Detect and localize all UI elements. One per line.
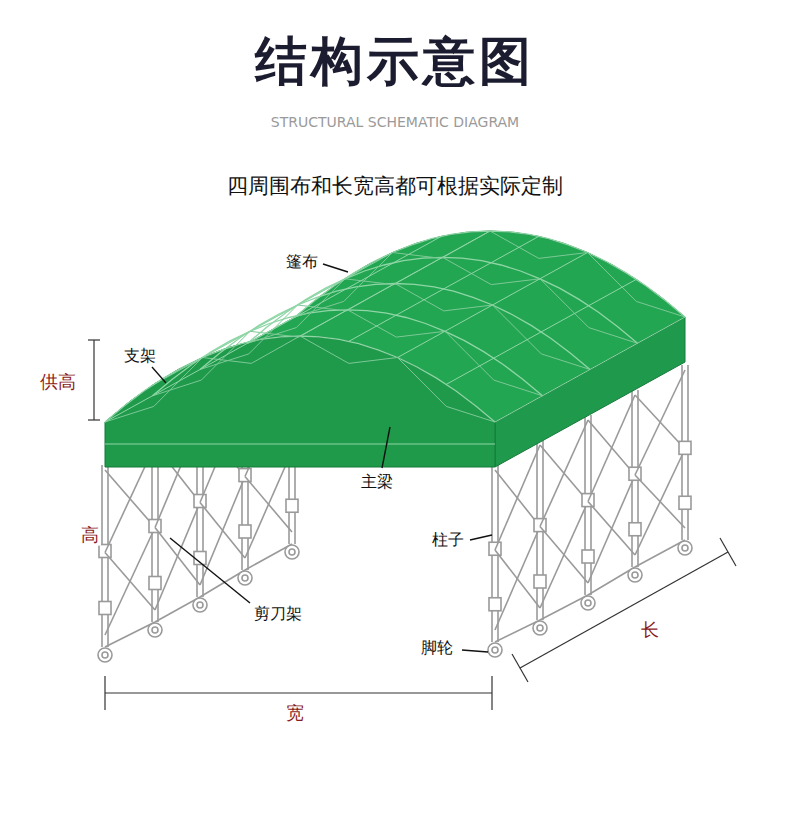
- dimension-label: 宽: [284, 703, 306, 724]
- caster: [238, 571, 252, 585]
- base-rail: [155, 597, 200, 622]
- caster: [492, 647, 498, 653]
- purlin: [495, 317, 685, 422]
- purlin: [300, 231, 490, 336]
- scissor: [105, 528, 155, 636]
- caster: [628, 568, 642, 582]
- part-name: 柱子: [430, 531, 466, 549]
- base-rail: [588, 567, 635, 595]
- sleeve: [679, 496, 691, 509]
- part-name: 剪刀架: [252, 605, 304, 623]
- caster: [682, 545, 688, 551]
- caster: [678, 541, 692, 555]
- dimension-label: 高: [79, 525, 101, 546]
- subtitle: STRUCTURAL SCHEMATIC DIAGRAM: [271, 114, 519, 130]
- sleeve: [489, 598, 501, 611]
- sleeve: [286, 499, 298, 512]
- purlin: [203, 253, 393, 358]
- sleeve: [239, 525, 251, 538]
- caster: [488, 643, 502, 657]
- purlin: [398, 253, 588, 358]
- part-name: 支架: [122, 347, 158, 365]
- base-rail: [635, 540, 685, 567]
- scissor: [588, 475, 635, 583]
- main-beam: [105, 444, 495, 445]
- caster: [289, 549, 295, 555]
- dimension-lines: [88, 340, 736, 710]
- sleeve: [99, 602, 111, 615]
- caster: [148, 623, 162, 637]
- caster: [533, 621, 547, 635]
- base-rail: [245, 544, 292, 570]
- caster: [197, 602, 203, 608]
- caster: [585, 600, 591, 606]
- canopy: [105, 231, 685, 467]
- dimension-label: 供高: [38, 372, 78, 393]
- caster: [152, 627, 158, 633]
- sleeve: [582, 550, 594, 563]
- note: 四周围布和长宽高都可根据实际定制: [227, 174, 563, 198]
- caster: [98, 648, 112, 662]
- sleeve: [679, 441, 691, 454]
- part-name: 篷布: [284, 253, 320, 271]
- sleeve: [629, 523, 641, 536]
- base-rail: [105, 622, 155, 647]
- scissor: [635, 449, 685, 555]
- front-face: [105, 336, 495, 467]
- purlin: [251, 236, 441, 341]
- part-name: 脚轮: [419, 639, 455, 657]
- part-name: 主梁: [359, 473, 395, 491]
- caster: [242, 575, 248, 581]
- page-title: 结构示意图: [255, 32, 535, 92]
- caster: [632, 572, 638, 578]
- caster: [193, 598, 207, 612]
- purlin: [349, 236, 539, 341]
- caster: [102, 652, 108, 658]
- caster: [537, 625, 543, 631]
- caster: [581, 596, 595, 610]
- sleeve: [534, 575, 546, 588]
- caster: [285, 545, 299, 559]
- dimension-label: 长: [639, 620, 661, 641]
- leader-lines: [152, 264, 492, 652]
- purlin: [446, 279, 636, 384]
- base-rail: [540, 595, 588, 620]
- sleeve: [149, 577, 161, 590]
- scissor: [540, 502, 588, 609]
